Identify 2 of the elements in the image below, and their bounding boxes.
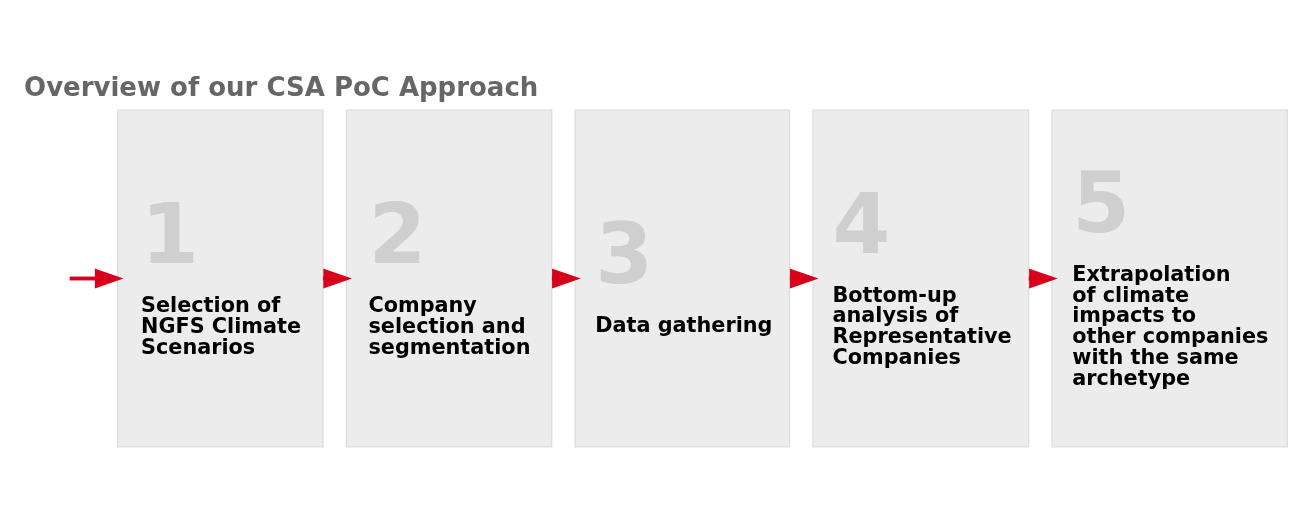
arrow bbox=[69, 267, 124, 288]
diagram-title: Overview of our CSA PoC Approach bbox=[24, 71, 539, 102]
